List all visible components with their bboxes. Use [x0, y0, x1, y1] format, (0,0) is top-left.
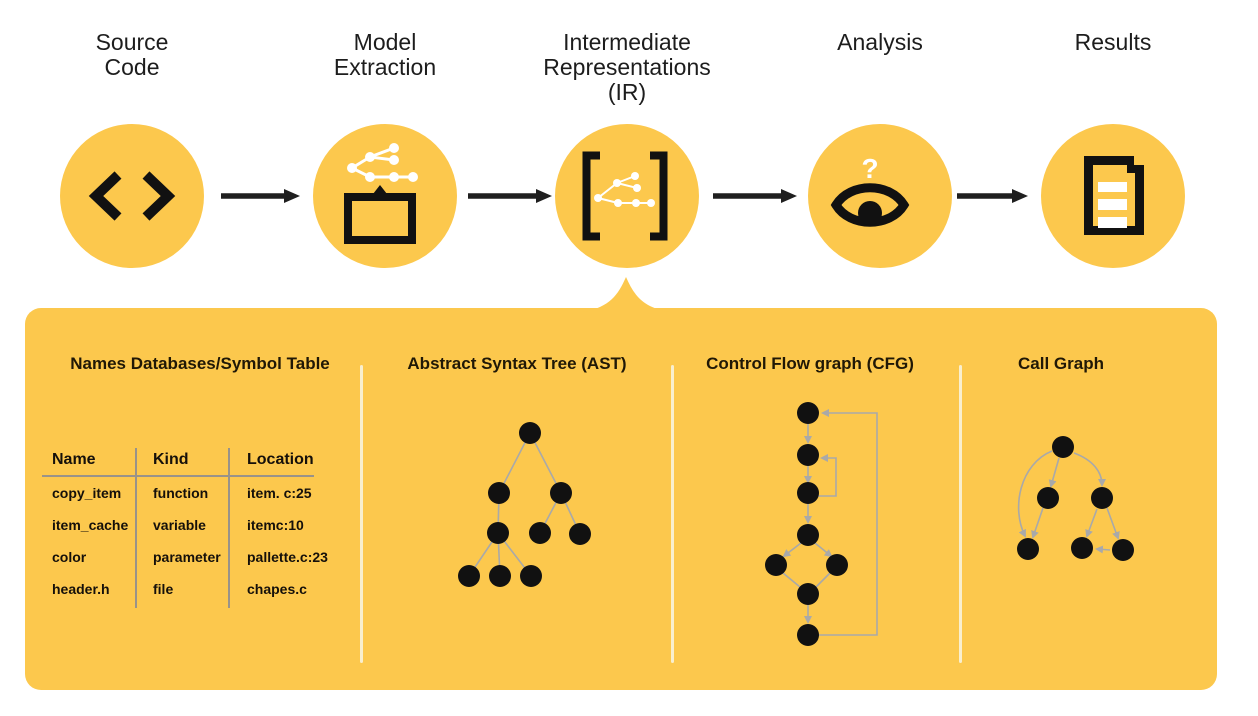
stage-label-analysis: Analysis [837, 29, 923, 55]
column-header-name: Name [52, 451, 96, 468]
question-mark: ? [861, 153, 878, 184]
table-cell: variable [153, 517, 206, 533]
stage-circle-model-extraction [313, 124, 457, 268]
stage-label-source-code: Source Code [95, 29, 169, 80]
upload-triangle [373, 185, 387, 194]
table-cell: chapes.c [247, 581, 307, 597]
brackets-graph-icon [582, 151, 668, 241]
symbol-table-title: Names Databases/Symbol Table [70, 354, 330, 373]
cfg-title: Control Flow graph (CFG) [706, 354, 914, 373]
stage-circle-analysis: ? [808, 124, 952, 268]
table-cell: item_cache [52, 517, 129, 533]
stage-circle-results [1041, 124, 1185, 268]
stage-circle-intermediate-representations [555, 124, 699, 268]
table-column-divider [135, 448, 137, 608]
table-cell: function [153, 485, 209, 501]
table-cell: item. c:25 [247, 485, 312, 501]
graph-to-model-icon [344, 143, 418, 244]
table-cell: color [52, 549, 87, 565]
panel-divider [959, 365, 962, 663]
panel-pointer-tail [583, 277, 669, 312]
table-cell: pallette.c:23 [247, 549, 328, 565]
call-graph-title: Call Graph [1018, 354, 1104, 373]
column-header-kind: Kind [153, 451, 189, 468]
stage-label-model-extraction: Model Extraction [333, 29, 437, 80]
stage-label-results: Results [1074, 29, 1152, 55]
eye-outline [830, 183, 910, 227]
code-icon [88, 171, 176, 221]
stage-label-intermediate-representations: Intermediate Representations (IR) [543, 29, 711, 105]
table-cell: parameter [153, 549, 221, 565]
table-cell: file [153, 581, 174, 597]
table-cell: copy_item [52, 485, 122, 501]
model-box [344, 193, 416, 244]
table-column-divider [228, 448, 230, 608]
panel-divider [360, 365, 363, 663]
panel-divider [671, 365, 674, 663]
eye-pupil [858, 201, 882, 225]
table-cell: itemc:10 [247, 517, 304, 533]
document-icon [1084, 156, 1144, 235]
ast-title: Abstract Syntax Tree (AST) [407, 354, 627, 373]
table-header-underline [42, 475, 314, 477]
eye-question-icon: ? [830, 153, 910, 227]
column-header-location: Location [247, 451, 314, 468]
table-cell: header.h [52, 581, 110, 597]
stage-circle-source-code [60, 124, 204, 268]
